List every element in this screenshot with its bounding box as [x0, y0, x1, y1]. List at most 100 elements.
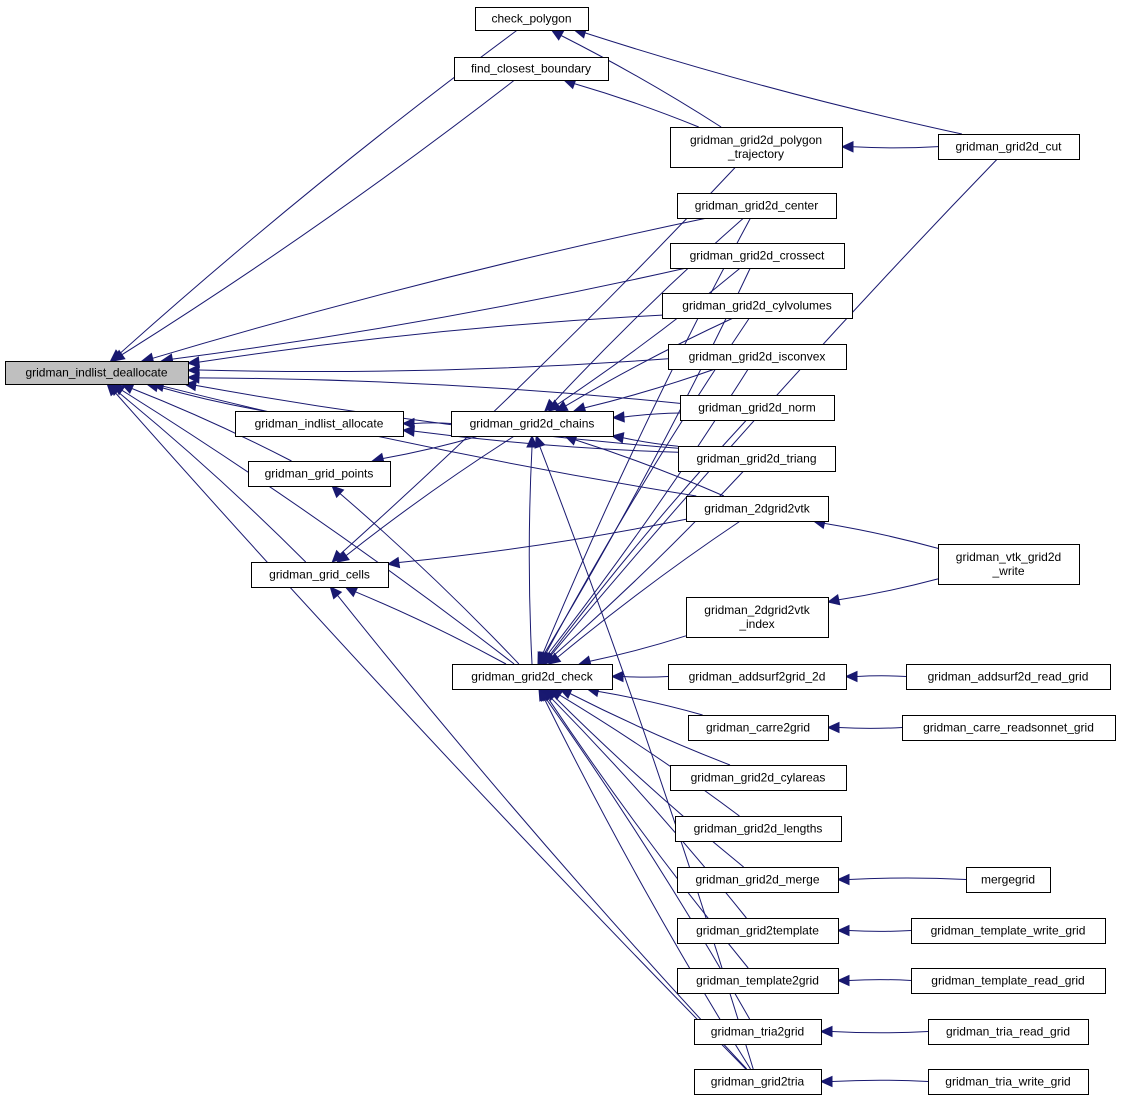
node-grid_points[interactable]: gridman_grid_points: [248, 461, 391, 487]
node-label: gridman_grid2d_cylareas: [691, 771, 826, 785]
node-template_write_grid[interactable]: gridman_template_write_grid: [911, 918, 1106, 944]
node-addsurf2grid_2d[interactable]: gridman_addsurf2grid_2d: [668, 664, 847, 690]
node-grid2d_check[interactable]: gridman_grid2d_check: [452, 664, 613, 690]
node-template_read_grid[interactable]: gridman_template_read_grid: [911, 968, 1106, 994]
edge-line: [198, 358, 669, 372]
node-grid2d_isconvex[interactable]: gridman_grid2d_isconvex: [668, 344, 847, 370]
node-box[interactable]: [688, 715, 829, 741]
node-grid2d_cylareas[interactable]: gridman_grid2d_cylareas: [670, 765, 847, 791]
arrowhead-icon: [819, 1025, 833, 1038]
node-grid2d_merge[interactable]: gridman_grid2d_merge: [677, 867, 839, 893]
node-label: gridman_tria2grid: [711, 1025, 804, 1039]
node-box[interactable]: [662, 293, 853, 319]
node-grid2tria[interactable]: gridman_grid2tria: [694, 1069, 822, 1095]
edge-addsurf2d_read_grid-to-addsurf2grid_2d: [844, 670, 907, 683]
node-box[interactable]: [454, 57, 609, 81]
node-2dgrid2vtk[interactable]: gridman_2dgrid2vtk: [686, 496, 829, 522]
edge-line: [172, 267, 687, 360]
arrowhead-icon: [836, 974, 850, 987]
node-box[interactable]: [677, 867, 839, 893]
edge-line: [565, 317, 734, 407]
node-box[interactable]: [678, 446, 836, 472]
edge-line: [398, 518, 687, 563]
node-grid2d_chains[interactable]: gridman_grid2d_chains: [451, 411, 614, 437]
node-vtk_grid2d_write[interactable]: gridman_vtk_grid2d_write: [938, 544, 1080, 585]
node-polygon_trajectory[interactable]: gridman_grid2d_polygon_trajectory: [670, 127, 843, 168]
node-box[interactable]: [680, 395, 835, 421]
edge-line: [131, 388, 292, 462]
node-box[interactable]: [677, 968, 839, 994]
node-find_closest_boundary[interactable]: find_closest_boundary: [454, 57, 609, 81]
node-label: gridman_grid2d_norm: [698, 401, 815, 415]
node-grid2d_cylvolumes[interactable]: gridman_grid2d_cylvolumes: [662, 293, 853, 319]
node-grid2d_cut[interactable]: gridman_grid2d_cut: [938, 134, 1080, 160]
node-box[interactable]: [248, 461, 391, 487]
node-box[interactable]: [686, 597, 829, 638]
node-box[interactable]: [5, 361, 189, 385]
node-box[interactable]: [938, 134, 1080, 160]
node-grid2d_lengths[interactable]: gridman_grid2d_lengths: [675, 816, 842, 842]
node-carre_readsonnet_grid[interactable]: gridman_carre_readsonnet_grid: [902, 715, 1116, 741]
node-grid2d_crossect[interactable]: gridman_grid2d_crossect: [670, 243, 845, 269]
edge-line: [121, 389, 515, 665]
node-box[interactable]: [668, 344, 847, 370]
node-box[interactable]: [906, 664, 1111, 690]
node-check_polygon[interactable]: check_polygon: [475, 7, 589, 31]
node-label: gridman_grid2d_crossect: [690, 249, 825, 263]
node-carre2grid[interactable]: gridman_carre2grid: [688, 715, 829, 741]
arrowhead-icon: [554, 400, 569, 412]
node-2dgrid2vtk_index[interactable]: gridman_2dgrid2vtk_index: [686, 597, 829, 638]
node-box[interactable]: [677, 918, 839, 944]
node-label: gridman_template_read_grid: [931, 974, 1084, 988]
node-box[interactable]: [670, 765, 847, 791]
node-box[interactable]: [966, 867, 1051, 893]
edge-carre_readsonnet_grid-to-carre2grid: [826, 721, 903, 734]
node-box[interactable]: [668, 664, 847, 690]
node-box[interactable]: [928, 1019, 1089, 1045]
node-box[interactable]: [251, 562, 389, 588]
arrowhead-icon: [844, 670, 858, 683]
edge-grid2d_crossect-to-grid2d_chains: [547, 267, 741, 412]
node-box[interactable]: [451, 411, 614, 437]
edge-line: [557, 520, 741, 658]
node-tria_write_grid[interactable]: gridman_tria_write_grid: [928, 1069, 1089, 1095]
node-grid_cells[interactable]: gridman_grid_cells: [251, 562, 389, 588]
node-template2grid[interactable]: gridman_template2grid: [677, 968, 839, 994]
node-mergegrid[interactable]: mergegrid: [966, 867, 1051, 893]
node-label: gridman_grid2d_chains: [470, 417, 595, 431]
node-box[interactable]: [694, 1019, 822, 1045]
edge-vtk_grid2d_write-to-2dgrid2vtk_index: [826, 578, 939, 606]
node-addsurf2d_read_grid[interactable]: gridman_addsurf2d_read_grid: [906, 664, 1111, 690]
node-box[interactable]: [670, 127, 843, 168]
node-box[interactable]: [911, 918, 1106, 944]
node-box[interactable]: [670, 243, 845, 269]
arrowhead-icon: [401, 417, 415, 430]
node-box[interactable]: [677, 193, 837, 219]
node-box[interactable]: [235, 411, 404, 437]
edge-grid2d_chains-to-indlist_allocate: [401, 417, 452, 430]
edge-line: [355, 591, 507, 665]
edge-line: [824, 522, 939, 549]
node-box[interactable]: [452, 664, 613, 690]
node-grid2template[interactable]: gridman_grid2template: [677, 918, 839, 944]
node-grid2d_triang[interactable]: gridman_grid2d_triang: [678, 446, 836, 472]
edge-line: [598, 690, 703, 716]
edge-line: [542, 217, 751, 655]
node-box[interactable]: [902, 715, 1116, 741]
edge-grid2d_cut-to-check_polygon: [573, 27, 963, 135]
node-label: mergegrid: [981, 873, 1035, 887]
node-box[interactable]: [694, 1069, 822, 1095]
arrowhead-icon: [106, 383, 120, 397]
node-box[interactable]: [686, 496, 829, 522]
node-box[interactable]: [928, 1069, 1089, 1095]
node-box[interactable]: [475, 7, 589, 31]
node-tria2grid[interactable]: gridman_tria2grid: [694, 1019, 822, 1045]
node-box[interactable]: [938, 544, 1080, 585]
node-root[interactable]: gridman_indlist_deallocate: [5, 361, 189, 385]
node-grid2d_center[interactable]: gridman_grid2d_center: [677, 193, 837, 219]
node-box[interactable]: [675, 816, 842, 842]
node-box[interactable]: [911, 968, 1106, 994]
node-tria_read_grid[interactable]: gridman_tria_read_grid: [928, 1019, 1089, 1045]
node-indlist_allocate[interactable]: gridman_indlist_allocate: [235, 411, 404, 437]
node-grid2d_norm[interactable]: gridman_grid2d_norm: [680, 395, 835, 421]
